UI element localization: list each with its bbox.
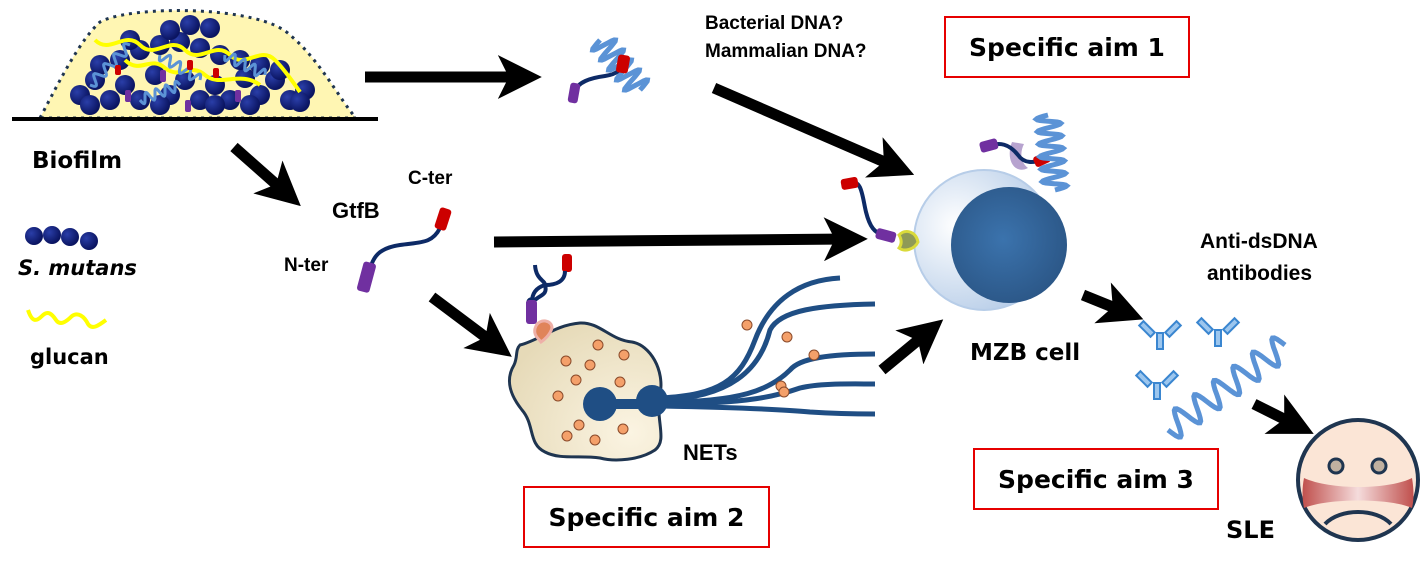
antibody xyxy=(1137,319,1183,350)
granule xyxy=(778,386,790,398)
c-terminus xyxy=(115,65,121,75)
arrow-nets-to-mzb xyxy=(878,319,944,375)
granule xyxy=(614,376,626,388)
bacterium xyxy=(100,90,120,110)
dna-strand xyxy=(138,79,182,106)
specific-aim-1-label: Specific aim 1 xyxy=(969,32,1165,62)
arrow-antibodies-to-sle xyxy=(1251,394,1314,434)
glucan-strands xyxy=(89,38,302,112)
sle-sad-face-icon xyxy=(1296,418,1420,542)
antibody xyxy=(1195,316,1241,347)
s-mutans-legend-icon xyxy=(25,226,98,250)
bacterium xyxy=(200,18,220,38)
sle-label: SLE xyxy=(1226,516,1275,544)
specific-aim-3-label: Specific aim 3 xyxy=(998,464,1194,494)
granule xyxy=(570,374,582,386)
net-strands xyxy=(659,275,876,417)
specific-aim-2-label: Specific aim 2 xyxy=(548,502,745,532)
granule xyxy=(573,419,585,431)
s-mutans-label: S. mutans xyxy=(18,256,137,280)
glucan-legend-icon xyxy=(26,309,108,329)
arrow-biofilm-to-gtfb xyxy=(230,142,301,207)
granule xyxy=(781,331,793,343)
bacterium xyxy=(240,95,260,115)
granule xyxy=(741,319,753,331)
bacterium xyxy=(80,95,100,115)
arrow-gtfb-to-nets xyxy=(428,292,512,357)
dna-strand xyxy=(223,52,267,78)
glucan-strand xyxy=(93,38,302,94)
specific-aim-3-box: Specific aim 3 xyxy=(973,448,1219,510)
granule xyxy=(589,434,601,446)
c-terminus xyxy=(187,60,193,70)
arrow-dna-to-mzb xyxy=(711,82,915,178)
granule xyxy=(552,390,564,402)
arrow-gtfb-to-mzb xyxy=(493,217,868,262)
arrow-mzb-to-antibodies xyxy=(1080,282,1144,324)
net-strand xyxy=(659,275,841,401)
dna-strand xyxy=(157,53,203,82)
bacterium xyxy=(270,60,290,80)
granule xyxy=(592,339,604,351)
granule xyxy=(560,355,572,367)
specific-aim-1-box: Specific aim 1 xyxy=(944,16,1190,78)
mzb-cell-icon xyxy=(840,112,1071,311)
n-terminus xyxy=(235,90,241,102)
granules xyxy=(552,319,820,446)
gtfb-protein-icon xyxy=(356,207,452,293)
bacterium xyxy=(205,95,225,115)
arrows xyxy=(230,55,1314,434)
n-terminus xyxy=(125,90,131,102)
biofilm-illustration xyxy=(12,9,378,121)
net-strand xyxy=(661,381,876,407)
bacterium xyxy=(115,75,135,95)
anti-dsdna-label-line2: antibodies xyxy=(1207,262,1313,285)
mzb-cell-label: MZB cell xyxy=(970,340,1081,366)
gtfb-dna-complex-icon xyxy=(567,37,651,104)
granule xyxy=(808,349,820,361)
mammalian-dna-question: Mammalian DNA? xyxy=(705,41,867,62)
n-terminus xyxy=(160,70,166,82)
bacterium xyxy=(210,45,230,65)
antibodies-icon xyxy=(1134,316,1287,440)
granule xyxy=(617,423,629,435)
specific-aim-2-box: Specific aim 2 xyxy=(523,486,770,548)
granule xyxy=(561,430,573,442)
n-ter-label: N-ter xyxy=(284,255,329,276)
bacterium xyxy=(290,92,310,112)
c-terminus xyxy=(213,68,219,78)
n-terminus xyxy=(185,100,191,112)
anti-dsdna-label-line1: Anti-dsDNA xyxy=(1200,230,1318,253)
net-strand xyxy=(659,301,876,403)
gtfb-label: GtfB xyxy=(332,198,380,223)
biofilm-label: Biofilm xyxy=(32,148,123,174)
neutrophil-nets-icon xyxy=(507,254,876,462)
net-strand xyxy=(661,403,876,417)
net-strand xyxy=(661,351,876,405)
glucan-label: glucan xyxy=(30,345,109,369)
granule xyxy=(584,359,596,371)
c-ter-label: C-ter xyxy=(408,168,453,189)
bacterial-dna-question: Bacterial DNA? xyxy=(705,13,844,34)
dna-strand xyxy=(89,42,131,88)
bacterium xyxy=(180,15,200,35)
granule xyxy=(618,349,630,361)
antibody xyxy=(1134,369,1180,400)
bacterium xyxy=(160,20,180,40)
nets-label: NETs xyxy=(683,440,738,465)
